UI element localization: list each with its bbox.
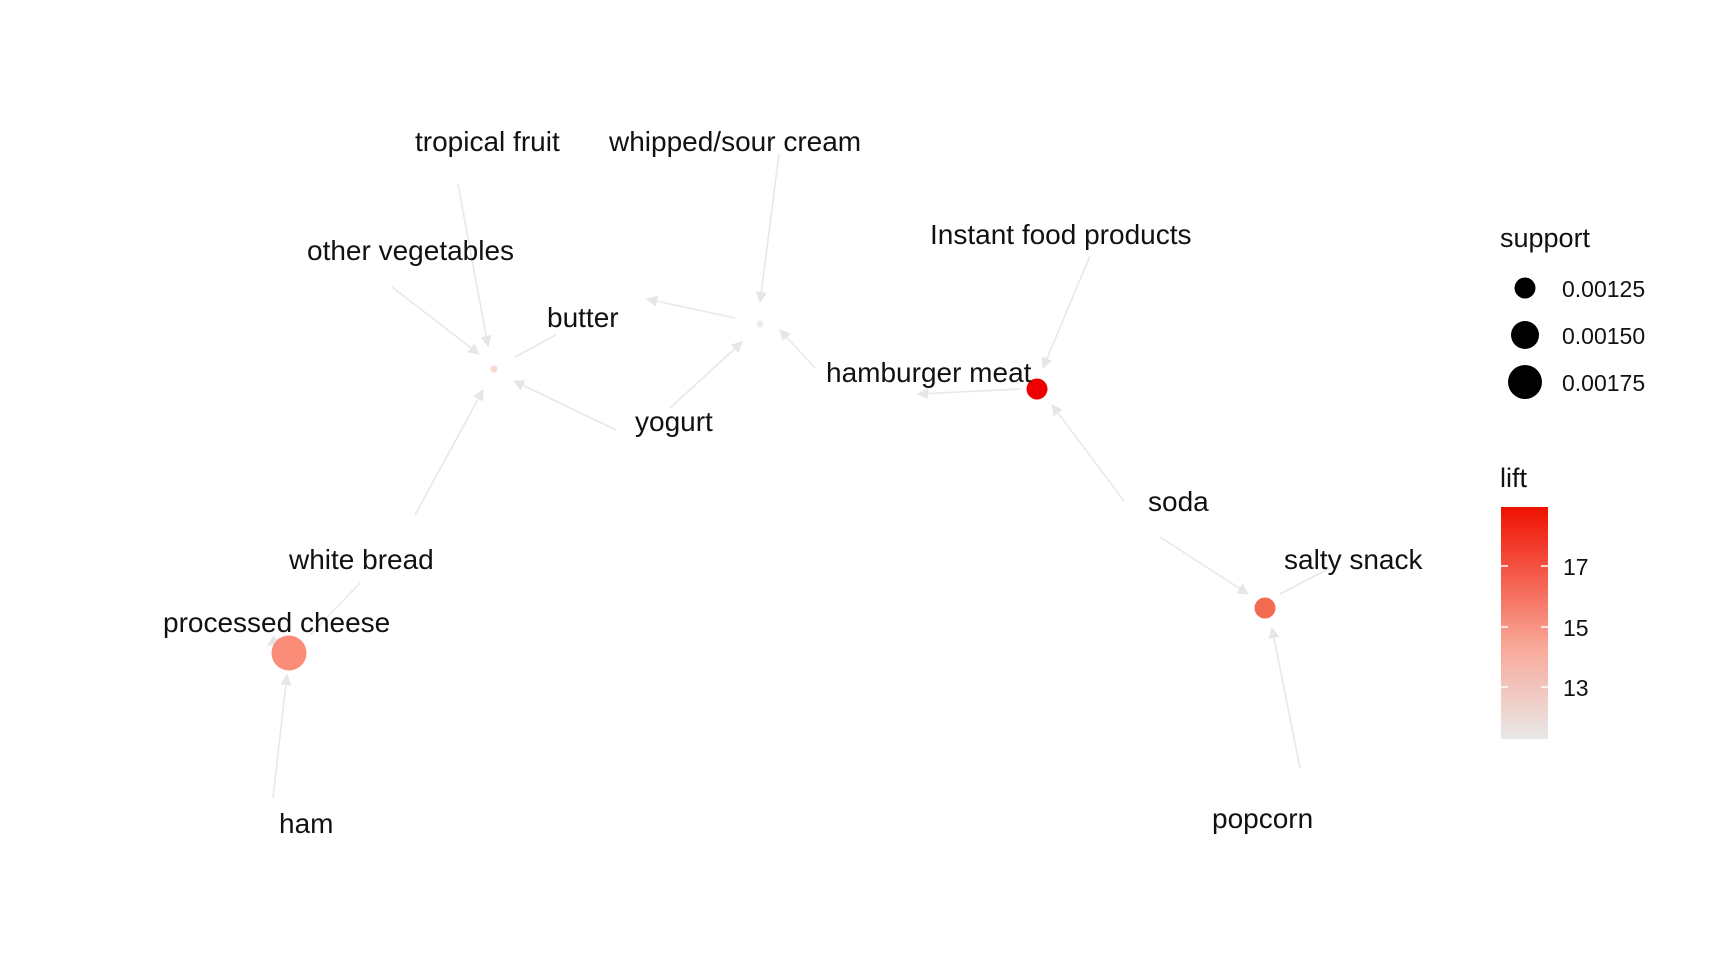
edge-ham-to-rule5 — [272, 673, 292, 799]
edge-instant-food-to-rule3 — [1041, 255, 1091, 370]
label-whipped-sour-cream: whipped/sour cream — [608, 126, 861, 157]
label-other-vegetables: other vegetables — [307, 235, 514, 266]
support-legend-title: support — [1500, 223, 1591, 253]
label-hamburger-meat: hamburger meat — [826, 357, 1032, 388]
edge-white-bread-to-rule1 — [414, 389, 484, 516]
item-labels: tropical fruit whipped/sour cream other … — [163, 126, 1423, 839]
edge-tropical-fruit-to-rule1 — [457, 183, 492, 348]
edge-whipped-cream-to-rule2 — [755, 153, 780, 304]
label-salty-snack: salty snack — [1284, 544, 1423, 575]
rule-node-processed-cheese — [271, 635, 307, 671]
label-popcorn: popcorn — [1212, 803, 1313, 834]
support-value-1: 0.00125 — [1562, 276, 1645, 302]
lift-legend: lift 17 15 13 — [1500, 463, 1589, 739]
lift-tick-label-17: 17 — [1563, 554, 1589, 580]
support-key-small — [1514, 277, 1536, 299]
edge-other-vegetables-to-rule1 — [391, 286, 480, 355]
rule-node-salty-snack — [1254, 597, 1276, 619]
edge-rule4-to-salty-snack — [1279, 567, 1331, 595]
edge-rule5-to-processed-cheese — [267, 635, 281, 646]
edge-hamburger-to-rule2 — [779, 329, 816, 369]
support-value-3: 0.00175 — [1562, 370, 1645, 396]
label-yogurt: yogurt — [635, 406, 713, 437]
rule-node-butter-2 — [756, 320, 764, 328]
edge-rule2-to-butter — [645, 295, 736, 319]
rule-node-butter-1 — [490, 365, 498, 373]
rule-nodes — [271, 320, 1276, 671]
edge-soda-to-rule4 — [1159, 536, 1249, 595]
edge-rule1-to-butter — [514, 334, 557, 358]
label-tropical-fruit: tropical fruit — [415, 126, 560, 157]
label-ham: ham — [279, 808, 333, 839]
edge-yogurt-to-rule1 — [512, 380, 617, 431]
label-instant-food-products: Instant food products — [930, 219, 1192, 250]
support-legend: support 0.00125 0.00150 0.00175 — [1500, 223, 1645, 399]
edge-yogurt-to-rule2 — [669, 341, 743, 409]
edge-rule3-to-hamburger — [916, 387, 1021, 400]
lift-legend-title: lift — [1500, 463, 1527, 493]
label-soda: soda — [1148, 486, 1209, 517]
support-key-large — [1508, 365, 1542, 399]
support-value-2: 0.00150 — [1562, 323, 1645, 349]
edge-soda-to-rule3 — [1051, 404, 1125, 502]
label-processed-cheese: processed cheese — [163, 607, 390, 638]
lift-tick-label-15: 15 — [1563, 615, 1589, 641]
lift-colorbar — [1501, 507, 1548, 739]
label-butter: butter — [547, 302, 619, 333]
rule-node-hamburger-meat — [1026, 378, 1048, 400]
edge-popcorn-to-rule4 — [1268, 626, 1301, 769]
support-key-medium — [1511, 321, 1539, 349]
label-white-bread: white bread — [288, 544, 434, 575]
lift-tick-label-13: 13 — [1563, 675, 1589, 701]
graph-edges — [267, 153, 1331, 799]
edge-white-bread-to-rule5 — [309, 582, 361, 636]
